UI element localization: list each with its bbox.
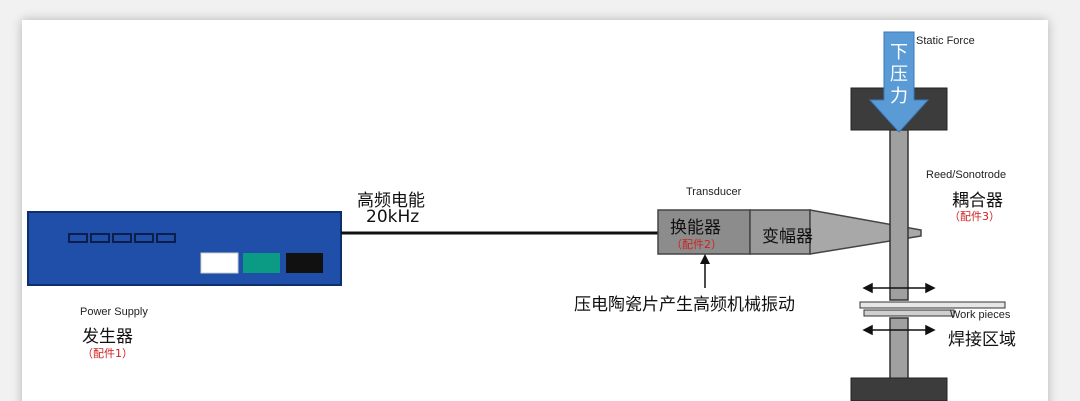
down-pressure-char-2: 压 — [890, 64, 908, 85]
down-pressure-char-3: 力 — [890, 86, 908, 107]
work-piece-lower — [863, 309, 955, 317]
diagram-card — [22, 20, 1048, 401]
work-piece-upper — [859, 301, 1006, 309]
power-supply-body — [27, 211, 342, 286]
horn-cone — [809, 209, 922, 255]
booster-label: 变幅器 — [762, 227, 813, 247]
bottom-press-block — [850, 377, 948, 401]
frequency-label: 20kHz — [366, 207, 420, 227]
piezo-note-label: 压电陶瓷片产生高频机械振动 — [574, 295, 795, 315]
converter-label: 换能器 — [670, 218, 721, 238]
static-force-arrow — [868, 31, 930, 133]
part1-label: （配件1） — [82, 347, 133, 360]
display-segments — [68, 233, 176, 243]
work-pieces-label: Work pieces — [950, 309, 1011, 321]
power-supply-label: Power Supply — [80, 306, 148, 318]
green-button — [243, 253, 280, 273]
vibration-arrows — [862, 282, 936, 336]
part3-label: （配件3） — [949, 210, 1000, 223]
generator-label: 发生器 — [82, 327, 133, 347]
down-pressure-label: 下 压 力 — [887, 42, 911, 108]
transducer-label: Transducer — [686, 186, 742, 198]
static-force-label: Static Force — [916, 35, 975, 47]
down-pressure-char-1: 下 — [890, 42, 908, 63]
white-button — [200, 252, 239, 274]
part2-label: （配件2） — [671, 238, 722, 251]
hf-energy-label: 高频电能 — [357, 191, 425, 211]
reed-sonotrode-label: Reed/Sonotrode — [926, 169, 1007, 181]
power-supply-unit — [27, 211, 342, 286]
anvil-lower — [889, 317, 909, 381]
weld-zone-label: 焊接区域 — [948, 330, 1016, 350]
booster-body — [749, 209, 811, 255]
piezo-pointer-head — [700, 254, 710, 264]
converter-body — [657, 209, 751, 255]
coupler-label: 耦合器 — [952, 191, 1003, 211]
black-button — [286, 253, 323, 273]
sonotrode-upper — [889, 129, 909, 301]
